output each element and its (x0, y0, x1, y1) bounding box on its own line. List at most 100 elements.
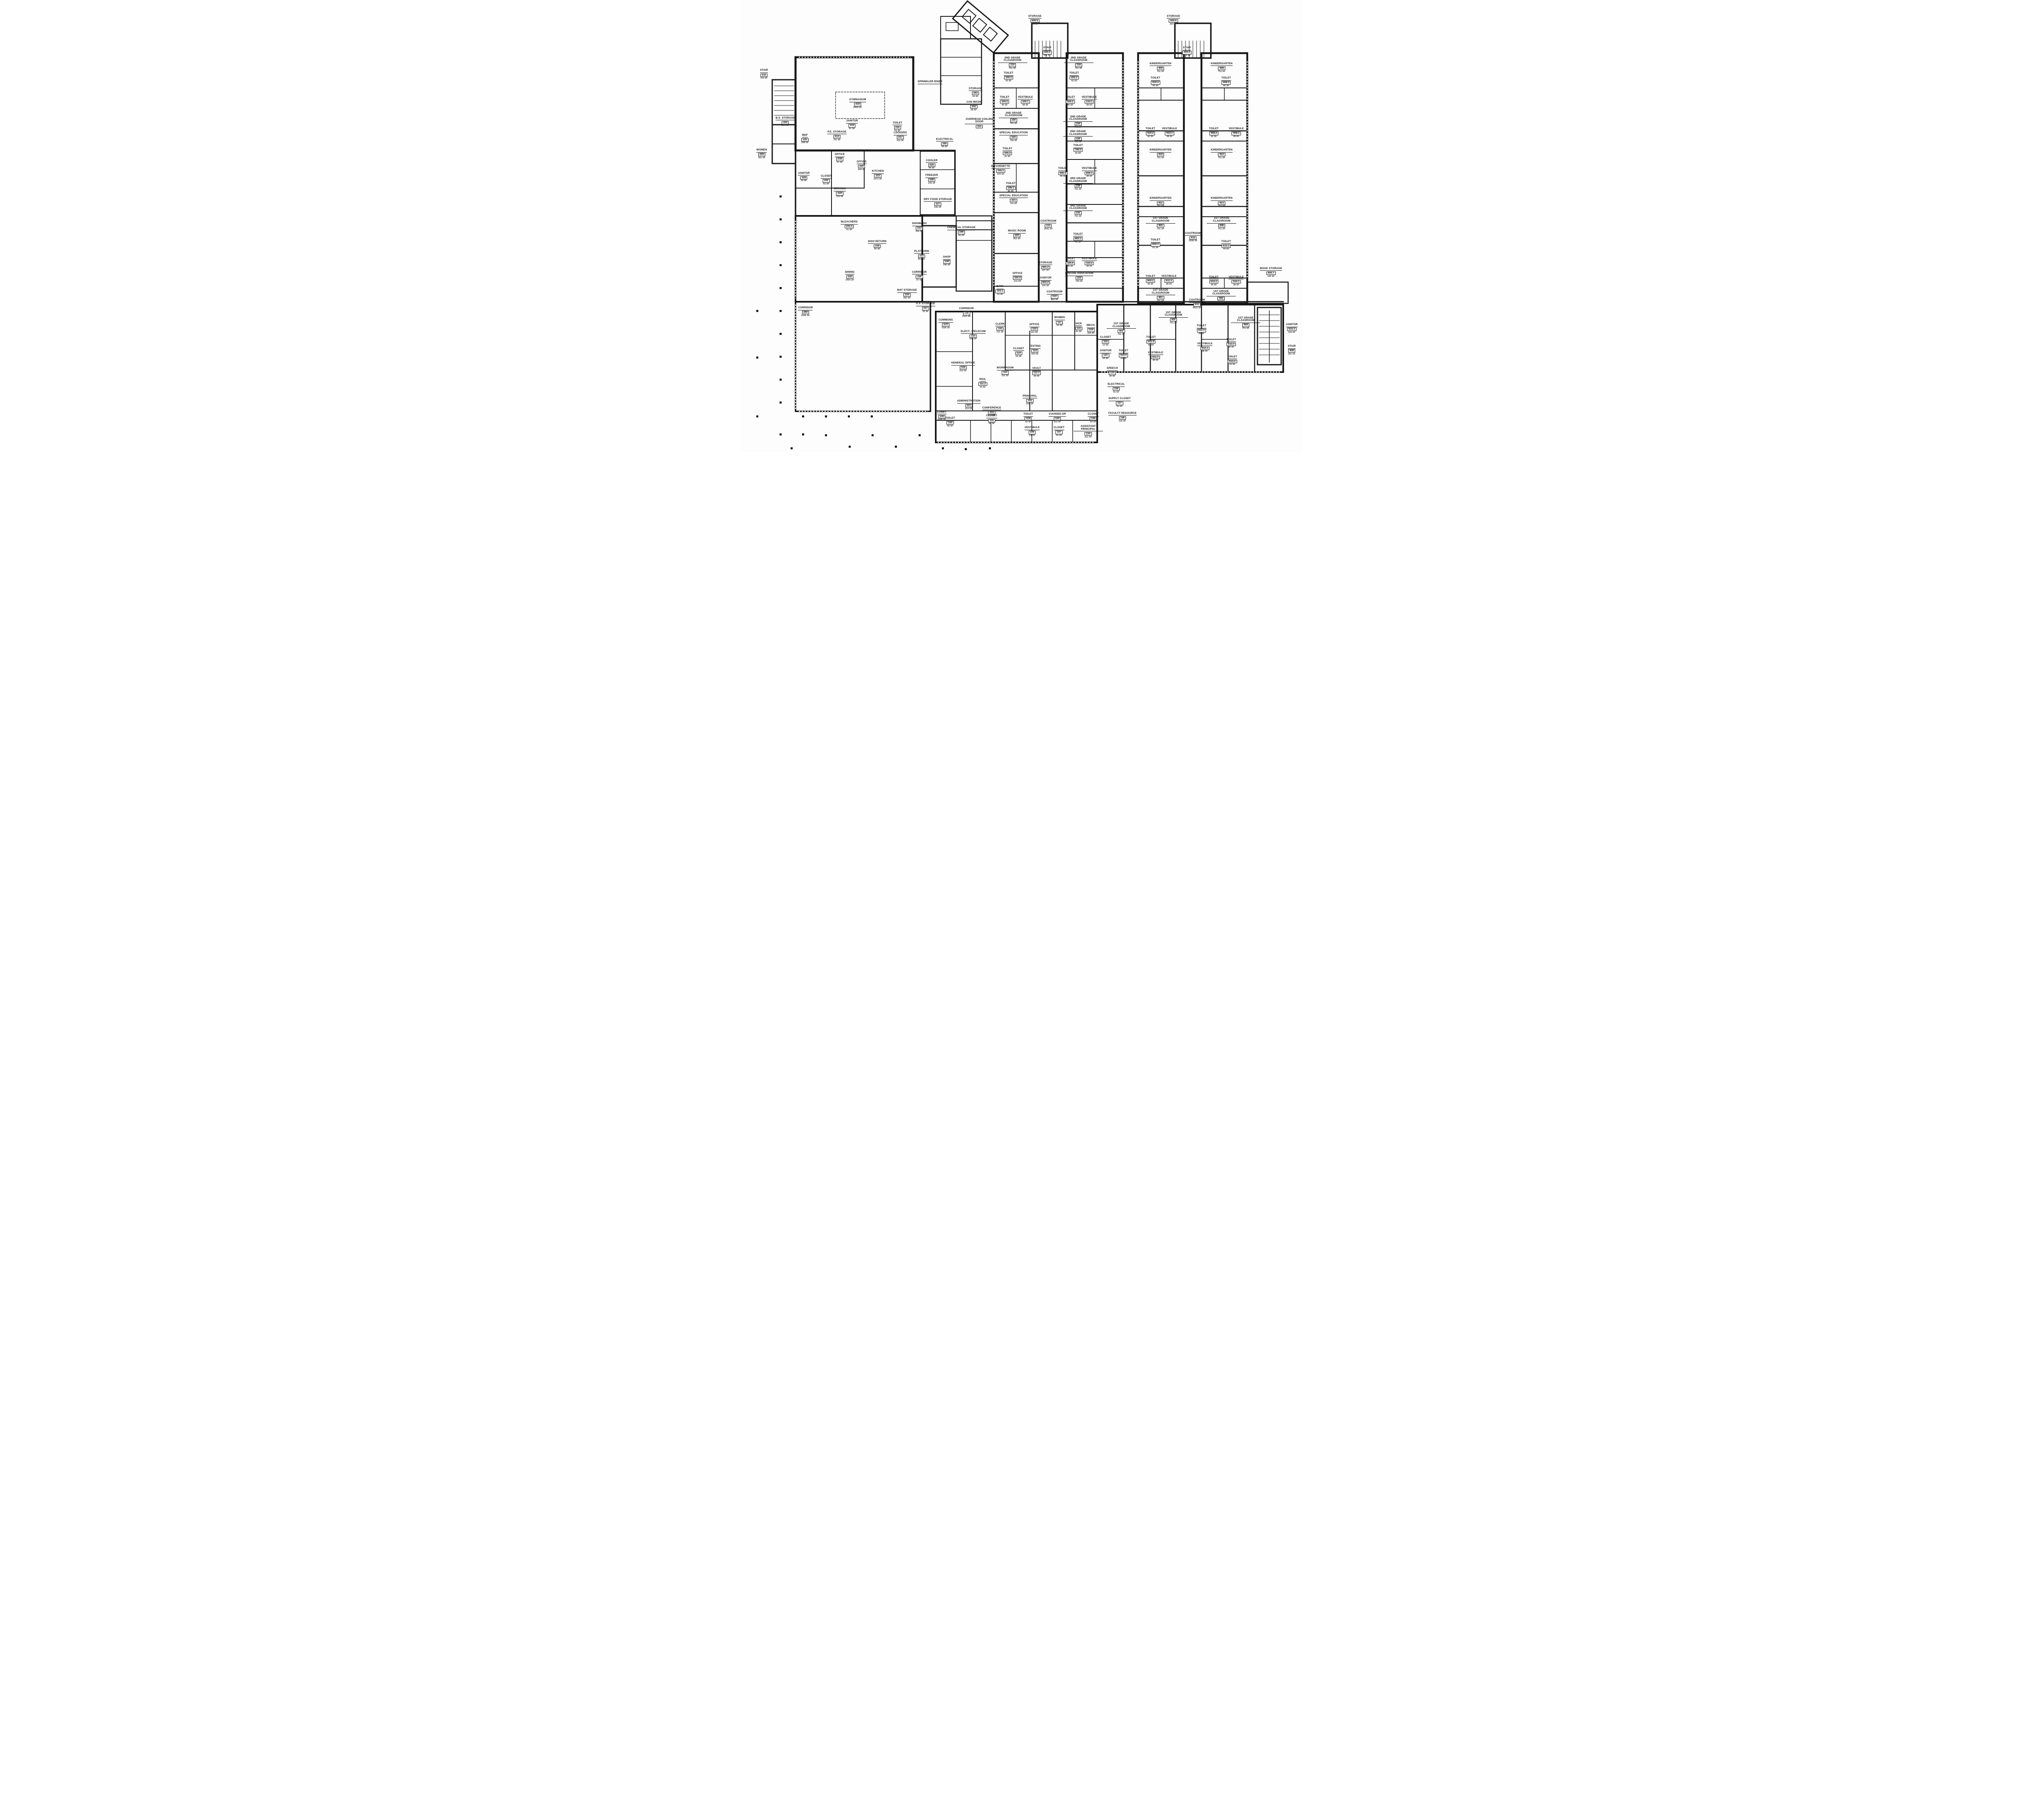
room-number: 612.1 (1200, 346, 1210, 350)
room-number: 210 (854, 103, 861, 106)
room-name: SHOP (943, 256, 951, 260)
room-number: 202 (782, 121, 789, 125)
room-area: 40 SF (1060, 175, 1066, 178)
room-number: 408.3 (1221, 81, 1231, 85)
room-area: 42 SF (1229, 363, 1235, 366)
room-number: 220 (858, 165, 865, 168)
room-area: 223 SF (1053, 421, 1061, 424)
room-name: TESTING (1029, 345, 1041, 349)
room-number: 401 (1157, 296, 1164, 300)
room-name: VESTIBULE (1228, 128, 1244, 131)
room-area: 203 SF (1031, 22, 1039, 25)
room-area: 104 SF (997, 173, 1004, 176)
room-number: 122 (1053, 417, 1061, 421)
room-number: 233 (918, 254, 926, 258)
room-name: KINDERGARTEN (1150, 63, 1172, 66)
room-number: 231.1 (845, 225, 854, 229)
room-area: 751 SF (1218, 227, 1226, 230)
room-number: 600.7 (1266, 271, 1276, 275)
room-name: STAIR (1183, 47, 1191, 50)
room-number: 105 (988, 419, 995, 423)
room-name: KINDERGARTEN (1150, 197, 1172, 201)
room-area: 97 SF (849, 128, 855, 130)
room-number: 110 (996, 327, 1004, 331)
room-name: COATROOM (1189, 299, 1205, 303)
room-name: CLOSET (820, 175, 832, 179)
room-area: 733 SF (836, 195, 844, 198)
room-number: 100.2 (1000, 100, 1009, 104)
room-name: LOBBY (937, 411, 947, 415)
room-area: 6404 SF (853, 106, 862, 109)
room-area: 251 SF (915, 230, 923, 233)
room-number: 216 (894, 126, 901, 130)
room-area: 2454 SF (845, 278, 854, 281)
room-name: MDF (802, 134, 808, 138)
room-area: 40 SF (1223, 85, 1229, 87)
room-number: 226 (1074, 137, 1082, 141)
room-name: 1ST GRADE CLASSROOM (1159, 311, 1188, 318)
room-area: 103 SF (760, 77, 768, 80)
room-name: CAN WASH (966, 101, 981, 105)
room-name: KINDERGARTEN (1150, 149, 1172, 153)
room-name: KITCHENETTE (991, 165, 1011, 169)
room-name: TOILET (1065, 96, 1075, 100)
room-name: MUSIC ROOM (1008, 230, 1026, 233)
room-area: 413 SF (959, 370, 967, 372)
room-name: TOILET (1004, 72, 1013, 76)
room-number: 602.2 (1041, 281, 1050, 285)
room-number: 610.4 (1119, 354, 1128, 357)
room-number: 236 (916, 275, 923, 279)
room-number: 135 (1089, 417, 1097, 421)
room-area: 38 SF (1022, 103, 1029, 106)
room-number: 410.3 (1151, 81, 1160, 85)
room-name: BOOK STORAGE (1260, 267, 1282, 271)
room-area: 33 SF (1029, 434, 1035, 437)
room-name: CORRIDOR (912, 271, 927, 275)
room-name: COATROOM (1047, 291, 1062, 295)
room-name: DISHWASH (912, 222, 927, 227)
room-area: 48 SF (970, 108, 977, 111)
room-number: 408.1 (1231, 132, 1241, 135)
room-area: 751 SF (1242, 327, 1250, 330)
room-name: 2ND GRADE CLASSROOM (999, 112, 1029, 118)
room-name: ELECTRICAL (1107, 383, 1125, 387)
room-name: VESTIBULE (1082, 96, 1097, 100)
room-number: 221 (823, 179, 830, 183)
room-area: 751 SF (1156, 70, 1164, 73)
room-area: 4011 SF (1192, 307, 1201, 310)
room-name: CLOSET (1087, 413, 1099, 417)
